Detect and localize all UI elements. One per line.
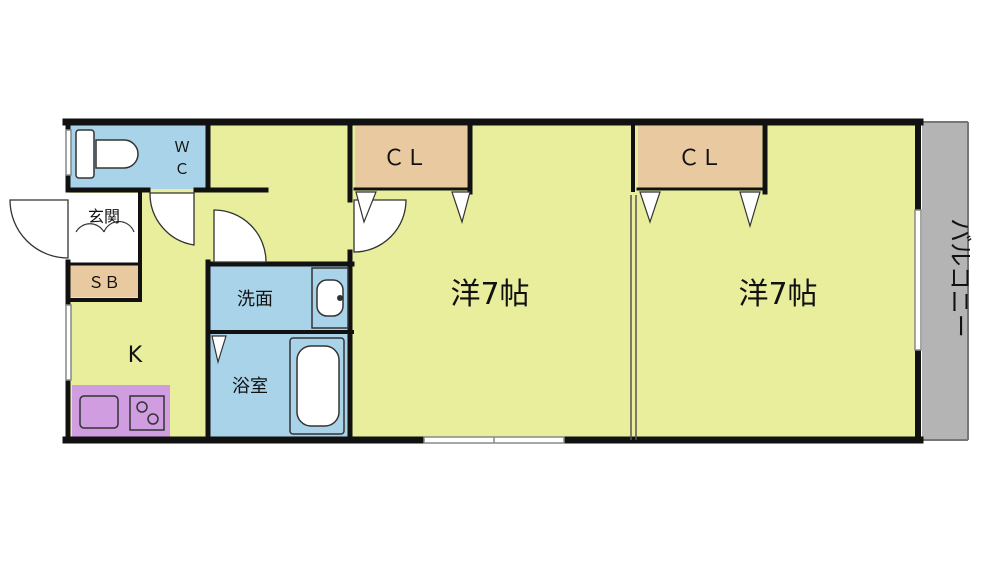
sink-icon — [311, 267, 349, 329]
closet-1 — [355, 126, 467, 189]
shoe-box-label: ＳＢ — [88, 273, 120, 292]
wc-label-c: Ｃ — [174, 160, 189, 178]
entrance-label: 玄関 — [88, 207, 120, 226]
window-west-wc — [65, 129, 72, 176]
closet-2-label: ＣＬ — [678, 146, 722, 171]
closet-1-label: ＣＬ — [383, 146, 427, 171]
washroom-label: 洗面 — [237, 289, 273, 310]
bathtub-icon — [289, 337, 345, 435]
kitchen-sink-icon — [79, 395, 119, 429]
shoe-box — [70, 265, 138, 297]
wc-label-w: Ｗ — [174, 138, 189, 156]
kitchen-label: K — [128, 343, 143, 368]
window-balcony — [914, 209, 922, 351]
bath-label: 浴室 — [232, 376, 268, 397]
western-room-2-label: 洋7帖 — [738, 277, 817, 312]
kitchen-counter — [72, 385, 170, 440]
window-west-k — [65, 304, 72, 381]
balcony — [922, 122, 968, 440]
balcony-label: バルコニー — [946, 218, 974, 338]
toilet-icon — [75, 129, 139, 179]
closet-2 — [638, 126, 762, 189]
stove-icon — [129, 395, 165, 431]
western-room-1-label: 洋7帖 — [450, 277, 529, 312]
entrance — [70, 193, 138, 263]
